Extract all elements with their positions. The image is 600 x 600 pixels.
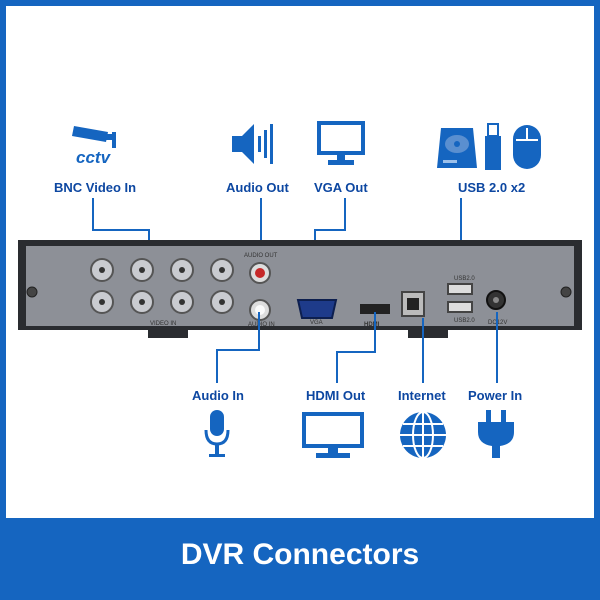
panel-audio-out-text: AUDIO OUT [244, 253, 278, 259]
line-bnc [92, 198, 94, 230]
mouse-icon [513, 125, 541, 169]
label-audio-out: Audio Out [226, 180, 289, 195]
speaker-icon [232, 124, 273, 164]
label-internet: Internet [398, 388, 446, 403]
cctv-camera-icon [72, 126, 116, 148]
dvr-device [18, 240, 582, 338]
globe-icon [400, 411, 446, 459]
cctv-logo-text: cctv [76, 148, 111, 167]
label-power-in: Power In [468, 388, 523, 403]
label-usb: USB 2.0 x2 [458, 180, 526, 195]
panel-usb-bottom-text: USB2.0 [454, 318, 475, 324]
line-hdmi-h [336, 351, 376, 353]
line-usb [460, 198, 462, 228]
line-audio-out [260, 198, 262, 274]
hdmi-monitor-icon [302, 412, 364, 458]
line-audio-in-h [216, 349, 260, 351]
panel-hdmi-text: HDMI [364, 322, 380, 328]
hard-drive-icon [437, 128, 477, 168]
line-hdmi [374, 312, 376, 352]
label-audio-in: Audio In [192, 388, 244, 403]
line-power [496, 312, 498, 383]
microphone-icon [204, 410, 230, 457]
footer-banner [0, 518, 600, 600]
panel-vga-text: VGA [310, 320, 323, 326]
panel-usb-top-text: USB2.0 [454, 276, 475, 282]
usb-stick-icon [485, 123, 501, 170]
panel-video-in-text: VIDEO IN [150, 321, 177, 327]
power-plug-icon [478, 410, 514, 458]
line-audio-in [258, 312, 260, 350]
label-bnc-video-in: BNC Video In [54, 180, 137, 195]
line-internet [422, 318, 424, 383]
line-vga [344, 198, 346, 230]
label-vga-out: VGA Out [314, 180, 368, 195]
line-bnc-h [92, 229, 150, 231]
footer-title: DVR Connectors [180, 538, 420, 571]
monitor-icon [317, 121, 365, 165]
line-vga-h [314, 229, 346, 231]
label-hdmi-out: HDMI Out [306, 388, 366, 403]
panel-audio-in-text: AUDIO IN [248, 322, 275, 328]
line-hdmi-down [336, 351, 338, 383]
line-audio-in-down [216, 349, 218, 383]
